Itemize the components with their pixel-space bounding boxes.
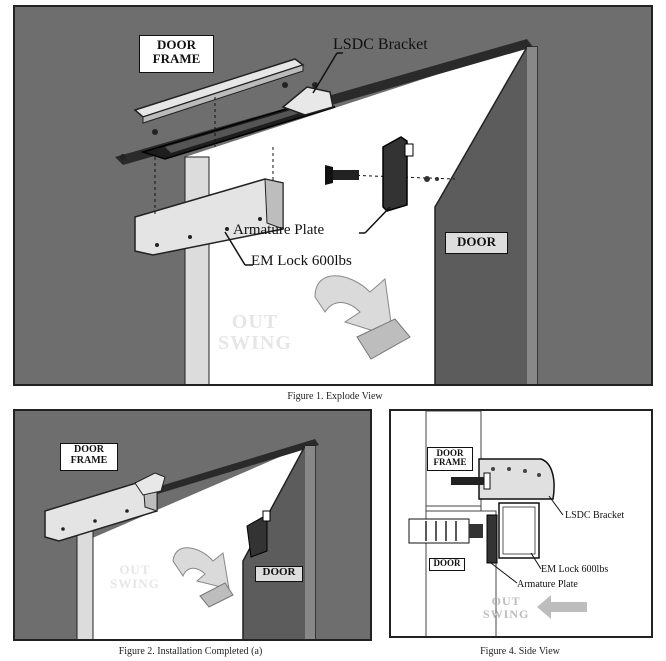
figure4-lsdc-bracket-label: LSDC Bracket xyxy=(565,510,625,521)
figure4-out-swing-label: OUT SWING xyxy=(483,594,530,621)
figure2-out-swing-label: OUT SWING xyxy=(110,562,160,591)
figure1-door-label: DOOR xyxy=(445,232,508,254)
figure1-drawing xyxy=(115,39,538,384)
figure2-door-frame-label: DOOR FRAME xyxy=(60,443,118,471)
figure2-caption: Figure 2. Installation Completed (a) xyxy=(118,646,263,657)
figure1-em-lock-label: EM Lock 600lbs xyxy=(251,253,352,269)
figure1-panel: DOOR FRAME DOOR LSDC Bracket Armature Pl… xyxy=(13,5,653,386)
figure2-drawing xyxy=(44,439,319,639)
figure2-panel: DOOR FRAME DOOR OUT SWING xyxy=(13,409,372,641)
figure4-caption: Figure 4. Side View xyxy=(480,646,560,657)
figure1-caption: Figure 1. Explode View xyxy=(287,391,383,402)
figure1-armature-plate-label: Armature Plate xyxy=(233,222,325,238)
figure4-em-lock-label: EM Lock 600lbs xyxy=(541,564,609,575)
figure1-out-swing-label: OUT SWING xyxy=(218,311,292,354)
figure4-door-frame-label: DOOR FRAME xyxy=(427,447,473,471)
figure4-door-label: DOOR xyxy=(429,558,465,571)
figure2-door-label: DOOR xyxy=(255,566,303,582)
figure4-panel: DOOR FRAME DOOR LSDC Bracket EM Lock 600… xyxy=(389,409,653,638)
figure1-lsdc-bracket-label: LSDC Bracket xyxy=(333,36,428,53)
figure1-door-frame-label: DOOR FRAME xyxy=(139,35,214,73)
figure4-armature-plate-label: Armature Plate xyxy=(517,579,578,590)
